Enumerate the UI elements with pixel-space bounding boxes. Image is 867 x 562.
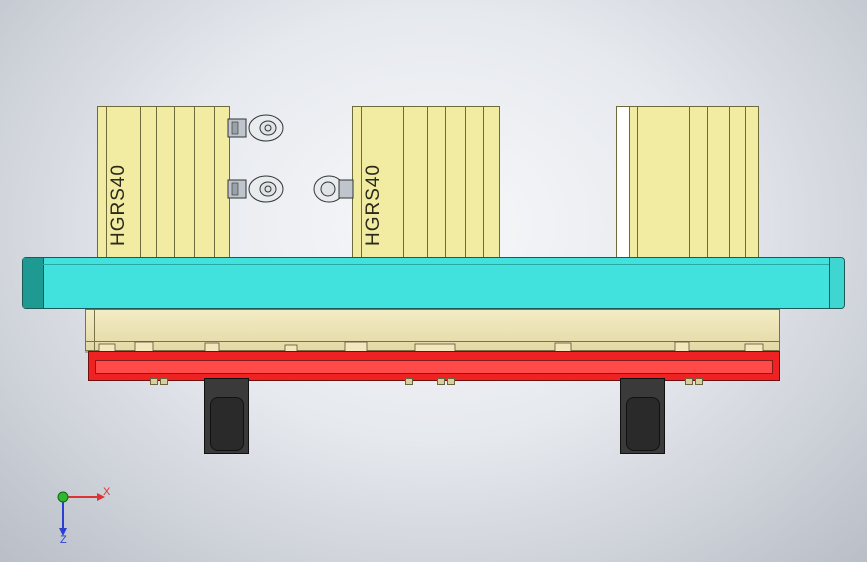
bolt-4 xyxy=(437,378,445,385)
z-axis-label: Z xyxy=(60,534,67,546)
caster-right[interactable] xyxy=(620,378,665,454)
cylinder-left[interactable]: HGRS40 xyxy=(97,106,230,258)
cylinder-right[interactable] xyxy=(616,106,759,258)
fitting-lower-icon[interactable] xyxy=(226,173,288,205)
bolt-5 xyxy=(447,378,455,385)
red-frame[interactable] xyxy=(88,351,780,381)
fitting-upper-icon[interactable] xyxy=(226,113,288,143)
bolt-6 xyxy=(685,378,693,385)
caster-left[interactable] xyxy=(204,378,249,454)
bolt-3 xyxy=(405,378,413,385)
bolt-2 xyxy=(160,378,168,385)
x-axis-label: X xyxy=(103,486,111,498)
cylinder-middle[interactable]: HGRS40 xyxy=(352,106,500,258)
bolt-7 xyxy=(695,378,703,385)
bolt-1 xyxy=(150,378,158,385)
mounting-plate[interactable] xyxy=(22,257,845,309)
coordinate-triad: X Z xyxy=(45,480,125,550)
fitting-middle-icon[interactable] xyxy=(311,172,355,206)
cylinder-left-label: HGRS40 xyxy=(108,164,129,247)
axis-triad-icon xyxy=(57,491,105,536)
cylinder-middle-label: HGRS40 xyxy=(363,164,384,247)
